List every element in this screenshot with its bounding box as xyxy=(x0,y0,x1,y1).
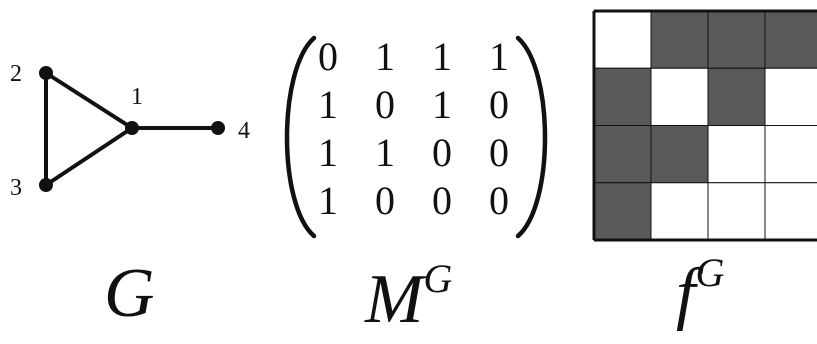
matrix-caption-sup: G xyxy=(423,256,452,301)
grid-cell-r1-c2 xyxy=(650,10,709,69)
grid-cell-r1-c3 xyxy=(707,10,766,69)
node-3 xyxy=(39,178,53,192)
graph-nodes xyxy=(39,66,225,192)
grid-cell-r2-c4 xyxy=(764,67,817,126)
node-1 xyxy=(125,121,139,135)
matrix-entry-r4-c3: 0 xyxy=(432,178,452,223)
graph-edges xyxy=(44,71,220,187)
node-label-1: 1 xyxy=(131,84,143,110)
grid-cell-r3-c2 xyxy=(650,125,709,184)
matrix-entry-r3-c3: 0 xyxy=(432,130,452,175)
matrix-entry-r1-c4: 1 xyxy=(489,34,509,79)
matrix-entry-r3-c1: 1 xyxy=(318,130,338,175)
matrix-entry-r4-c4: 0 xyxy=(489,178,509,223)
grid-cell-r3-c3 xyxy=(707,125,766,184)
grid-cell-r2-c1 xyxy=(593,67,652,126)
graph-panel: 1 2 3 4 G xyxy=(10,61,250,332)
matrix-entry-r1-c1: 0 xyxy=(318,34,338,79)
grid-panel: fG xyxy=(592,9,817,332)
matrix-left-paren xyxy=(284,35,317,239)
grid-cells xyxy=(593,10,817,241)
grid-cell-r1-c1 xyxy=(593,10,652,69)
grid-cell-r3-c4 xyxy=(764,125,817,184)
grid-caption: fG xyxy=(676,250,724,332)
node-label-3: 3 xyxy=(10,175,22,201)
matrix-caption-base: M xyxy=(364,261,427,338)
matrix-entry-r2-c3: 1 xyxy=(432,82,452,127)
node-2 xyxy=(39,66,53,80)
grid-cell-r2-c3 xyxy=(707,67,766,126)
matrix-entry-r2-c2: 0 xyxy=(375,82,395,127)
node-label-2: 2 xyxy=(10,61,22,87)
matrix-entry-r2-c4: 0 xyxy=(489,82,509,127)
matrix-entry-r1-c3: 1 xyxy=(432,34,452,79)
grid-cell-r4-c3 xyxy=(707,182,766,241)
edge-1-3 xyxy=(44,126,134,187)
matrix-entry-r2-c1: 1 xyxy=(318,82,338,127)
matrix-entry-r1-c2: 1 xyxy=(375,34,395,79)
node-label-4: 4 xyxy=(238,118,250,144)
node-4 xyxy=(211,121,225,135)
grid-cell-r1-c4 xyxy=(764,10,817,69)
grid-caption-sup: G xyxy=(695,250,724,295)
matrix-right-paren xyxy=(515,35,548,239)
matrix-entry-r4-c1: 1 xyxy=(318,178,338,223)
grid-cell-r2-c2 xyxy=(650,67,709,126)
matrix-entry-r3-c2: 1 xyxy=(375,130,395,175)
edge-1-2 xyxy=(44,71,134,130)
graph-caption: G xyxy=(104,255,155,332)
matrix-entry-r3-c4: 0 xyxy=(489,130,509,175)
matrix-caption: MG xyxy=(364,256,452,338)
grid-cell-r4-c2 xyxy=(650,182,709,241)
grid-cell-r3-c1 xyxy=(593,125,652,184)
grid-cell-r4-c1 xyxy=(593,182,652,241)
matrix-entry-r4-c2: 0 xyxy=(375,178,395,223)
grid-cell-r4-c4 xyxy=(764,182,817,241)
